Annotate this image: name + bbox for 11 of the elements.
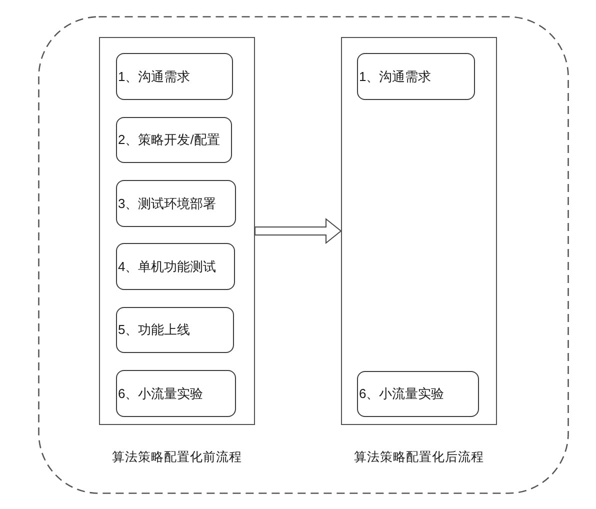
step-box: 6、小流量实验 <box>357 371 479 417</box>
step-box: 5、功能上线 <box>116 307 234 353</box>
step-box: 1、沟通需求 <box>357 53 475 100</box>
step-box: 4、单机功能测试 <box>116 243 235 290</box>
step-box: 3、测试环境部署 <box>116 180 236 227</box>
step-box: 1、沟通需求 <box>116 53 233 100</box>
step-box: 2、策略开发/配置 <box>116 117 232 163</box>
column-caption: 算法策略配置化后流程 <box>353 450 485 464</box>
column-caption: 算法策略配置化前流程 <box>111 450 243 464</box>
step-box: 6、小流量实验 <box>116 370 236 417</box>
block-arrow <box>254 218 342 244</box>
